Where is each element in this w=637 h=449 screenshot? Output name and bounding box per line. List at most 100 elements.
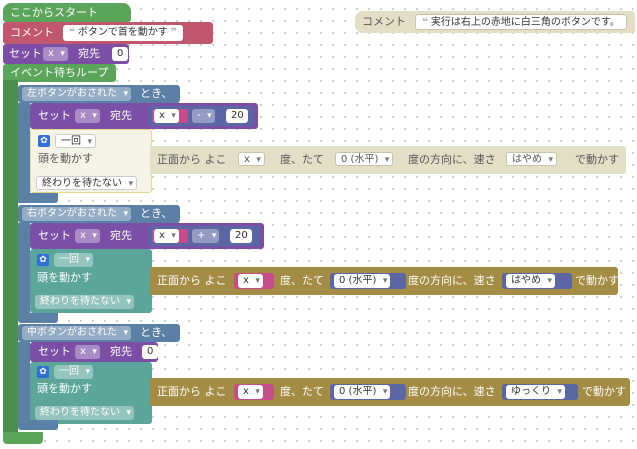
set-variable-block[interactable]: セット x 宛先 0 [3, 44, 129, 64]
operator-dropdown[interactable]: + [192, 229, 220, 243]
action-label: 頭を動かす [38, 152, 93, 165]
degree-label: 度、たて [280, 385, 324, 398]
variable-getter[interactable]: x [234, 273, 274, 289]
speed-dropdown[interactable]: はやめ [506, 152, 557, 167]
front-label: 正面から よこ [157, 385, 227, 398]
front-label: 正面から よこ [157, 153, 227, 166]
event-dropdown[interactable]: 左ボタンがおされた [22, 87, 131, 101]
quote-icon: ❝ [69, 27, 75, 38]
top-comment-label: コメント [362, 15, 406, 28]
set-label: セット [38, 345, 71, 358]
set-label: セット [9, 47, 42, 60]
set-variable-block[interactable]: セット x 宛先 0 [30, 342, 159, 362]
repeat-dropdown[interactable]: 一回 [55, 134, 96, 149]
move-head-block[interactable]: ✿ 一回 頭を動かす 終わりを待たない [30, 129, 152, 193]
right-button-event[interactable]: 右ボタンがおされた とき、 [18, 205, 180, 223]
event-arm [18, 103, 30, 203]
horizontal-var-dropdown[interactable]: x [238, 274, 263, 288]
variable-getter[interactable]: x [152, 109, 188, 123]
value-input[interactable]: 0 [142, 345, 159, 359]
horizontal-var-dropdown[interactable]: x [238, 152, 265, 167]
speed-dropdown[interactable]: はやめ [506, 274, 555, 288]
start-block[interactable]: ここからスタート [3, 3, 131, 22]
to-label: 宛先 [78, 47, 100, 60]
to-label: 宛先 [110, 109, 132, 122]
move-end-label: で動かす [575, 274, 619, 287]
event-footer [18, 313, 58, 323]
variable-dropdown[interactable]: x [75, 345, 100, 359]
variable-dropdown[interactable]: x [154, 229, 179, 243]
speed-block[interactable]: ゆっくり [502, 384, 578, 400]
speed-block[interactable]: はやめ [502, 273, 572, 289]
variable-getter[interactable]: x [152, 229, 188, 243]
vertical-angle-dropdown[interactable]: 0 (水平) [334, 274, 391, 288]
event-dropdown[interactable]: 中ボタンがおされた [22, 326, 131, 340]
value-input[interactable]: 0 [112, 47, 129, 61]
wait-dropdown[interactable]: 終わりを待たない [35, 295, 134, 309]
repeat-dropdown[interactable]: 一回 [54, 253, 93, 267]
to-label: 宛先 [110, 345, 132, 358]
event-loop-block[interactable]: イベント待ちループ [3, 64, 116, 82]
when-label: とき、 [140, 207, 173, 220]
degree-label: 度、たて [280, 153, 324, 166]
move-params-block[interactable]: 正面から よこ x 度、たて 0 (水平) 度の方向に、速さ ゆっくり で動かす [150, 378, 630, 406]
event-loop-arm [3, 80, 18, 436]
to-label: 宛先 [110, 229, 132, 242]
variable-dropdown[interactable]: x [75, 109, 100, 123]
move-params-block[interactable]: 正面から よこ x 度、たて 0 (水平) 度の方向に、速さ はやめ で動かす [150, 146, 626, 174]
set-label: セット [38, 109, 71, 122]
variable-getter[interactable]: x [234, 384, 274, 400]
repeat-dropdown[interactable]: 一回 [54, 365, 93, 379]
number-input[interactable]: 20 [226, 109, 248, 123]
left-button-event[interactable]: 左ボタンがおされた とき、 [18, 85, 180, 103]
top-comment-text[interactable]: ❝実行は右上の赤地に白三角のボタンです。 [415, 14, 627, 30]
middle-button-event[interactable]: 中ボタンがおされた とき、 [18, 324, 180, 342]
direction-speed-label: 度の方向に、速さ [408, 385, 496, 398]
event-footer [18, 193, 58, 203]
front-label: 正面から よこ [157, 274, 227, 287]
speed-dropdown[interactable]: ゆっくり [506, 385, 565, 399]
event-arm [18, 223, 30, 319]
move-head-block[interactable]: ✿ 一回 頭を動かす 終わりを待たない [30, 249, 152, 313]
event-dropdown[interactable]: 右ボタンがおされた [22, 207, 131, 221]
quote-icon: ❝ [422, 17, 428, 28]
action-label: 頭を動かす [37, 271, 92, 284]
gear-icon[interactable]: ✿ [37, 254, 49, 266]
quote-close-icon: ❞ [170, 27, 177, 38]
move-params-block[interactable]: 正面から よこ x 度、たて 0 (水平) 度の方向に、速さ はやめ で動かす [150, 267, 619, 295]
horizontal-var-dropdown[interactable]: x [238, 385, 263, 399]
variable-dropdown[interactable]: x [154, 109, 179, 123]
direction-speed-label: 度の方向に、速さ [408, 153, 496, 166]
event-arm [18, 342, 30, 422]
move-end-label: で動かす [582, 385, 626, 398]
math-op-block[interactable]: x + 20 [148, 226, 260, 246]
angle-block[interactable]: 0 (水平) [330, 273, 406, 289]
vertical-angle-dropdown[interactable]: 0 (水平) [334, 385, 391, 399]
when-label: とき、 [140, 326, 173, 339]
when-label: とき、 [140, 87, 173, 100]
event-footer [18, 420, 58, 430]
move-head-block[interactable]: ✿ 一回 頭を動かす 終わりを待たない [30, 362, 152, 424]
number-input[interactable]: 20 [230, 229, 252, 243]
wait-dropdown[interactable]: 終わりを待たない [36, 176, 137, 191]
event-loop-label: イベント待ちループ [10, 66, 109, 79]
vertical-angle-dropdown[interactable]: 0 (水平) [335, 152, 394, 167]
set-variable-block[interactable]: セット x 宛先 x + 20 [30, 223, 264, 249]
move-end-label: で動かす [575, 153, 619, 166]
variable-dropdown[interactable]: x [75, 229, 100, 243]
direction-speed-label: 度の方向に、速さ [408, 274, 496, 287]
math-op-block[interactable]: x - 20 [148, 106, 254, 126]
variable-dropdown[interactable]: x [43, 47, 68, 61]
wait-dropdown[interactable]: 終わりを待たない [35, 406, 134, 420]
comment-block[interactable]: コメント ❝ボタンで首を動かす❞ [3, 22, 213, 44]
degree-label: 度、たて [280, 274, 324, 287]
angle-block[interactable]: 0 (水平) [330, 384, 406, 400]
start-label: ここからスタート [10, 6, 98, 19]
top-comment-block[interactable]: コメント ❝実行は右上の赤地に白三角のボタンです。 [355, 11, 635, 33]
gear-icon[interactable]: ✿ [37, 366, 49, 378]
set-variable-block[interactable]: セット x 宛先 x - 20 [30, 103, 258, 129]
gear-icon[interactable]: ✿ [38, 135, 50, 147]
set-label: セット [38, 229, 71, 242]
comment-text[interactable]: ❝ボタンで首を動かす❞ [63, 25, 183, 41]
operator-dropdown[interactable]: - [192, 109, 215, 123]
